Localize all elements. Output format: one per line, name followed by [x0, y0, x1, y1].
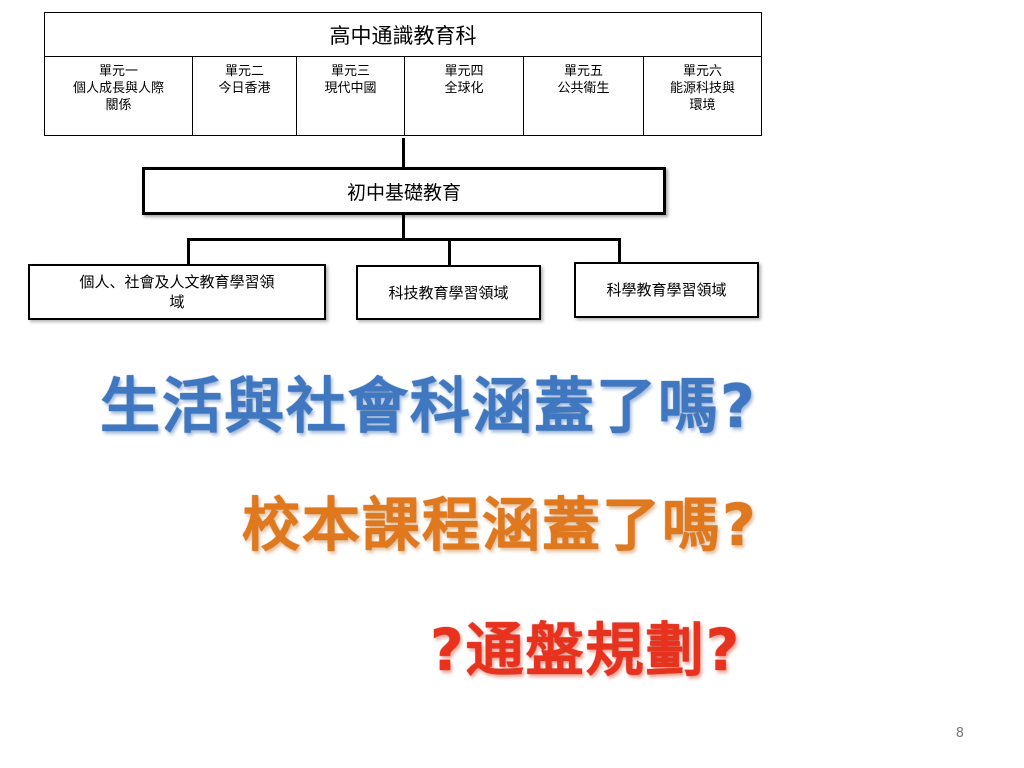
- question-life-and-society: 生活與社會科涵蓋了嗎?: [100, 372, 757, 442]
- unit-1-number: 單元一: [98, 64, 138, 79]
- unit-6-number: 單元六: [682, 64, 722, 79]
- junior-secondary-box: 初中基礎教育: [142, 167, 666, 215]
- unit-5-cell: 單元五 公共衛生: [524, 57, 644, 135]
- unit-2-number: 單元二: [224, 64, 264, 79]
- page-number: 8: [955, 726, 964, 741]
- connector-line: [618, 238, 621, 263]
- senior-secondary-table: 高中通識教育科 單元一 個人成長與人際 關係 單元二 今日香港 單元三 現代中國…: [44, 12, 762, 136]
- unit-1-cell: 單元一 個人成長與人際 關係: [45, 57, 193, 135]
- unit-1-name-line-1: 個人成長與人際: [72, 81, 164, 96]
- connector-line: [187, 238, 621, 241]
- unit-4-cell: 單元四 全球化: [405, 57, 524, 135]
- area-box-science: 科學教育學習領域: [574, 262, 759, 318]
- unit-row: 單元一 個人成長與人際 關係 單元二 今日香港 單元三 現代中國 單元四 全球化…: [45, 57, 761, 135]
- connector-line: [402, 215, 405, 240]
- area-pshe-line-2: 域: [169, 293, 185, 311]
- unit-3-cell: 單元三 現代中國: [297, 57, 405, 135]
- unit-5-number: 單元五: [563, 64, 603, 79]
- connector-line: [187, 238, 190, 265]
- unit-1-name-line-2: 關係: [105, 98, 132, 113]
- area-pshe-line-1: 個人、社會及人文教育學習領: [79, 273, 275, 291]
- unit-2-cell: 單元二 今日香港: [193, 57, 297, 135]
- area-technology-label: 科技教育學習領域: [388, 283, 509, 302]
- unit-5-name-line-1: 公共衛生: [557, 81, 610, 96]
- unit-3-number: 單元三: [330, 64, 370, 79]
- unit-6-name-line-1: 能源科技與: [669, 81, 735, 96]
- senior-secondary-title: 高中通識教育科: [45, 13, 761, 57]
- connector-line: [402, 138, 405, 168]
- unit-2-name-line-1: 今日香港: [218, 81, 271, 96]
- question-school-based-curriculum: 校本課程涵蓋了嗎?: [242, 491, 758, 559]
- unit-6-cell: 單元六 能源科技與 環境: [644, 57, 761, 135]
- question-overall-planning: ?通盤規劃?: [430, 616, 742, 684]
- unit-4-name-line-1: 全球化: [444, 81, 484, 96]
- unit-4-number: 單元四: [444, 64, 484, 79]
- area-box-technology: 科技教育學習領域: [356, 265, 541, 320]
- area-box-pshe: 個人、社會及人文教育學習領 域: [28, 264, 326, 320]
- unit-3-name-line-1: 現代中國: [324, 81, 377, 96]
- connector-line: [448, 238, 451, 265]
- area-science-label: 科學教育學習領域: [606, 281, 727, 299]
- unit-6-name-line-2: 環境: [689, 98, 716, 113]
